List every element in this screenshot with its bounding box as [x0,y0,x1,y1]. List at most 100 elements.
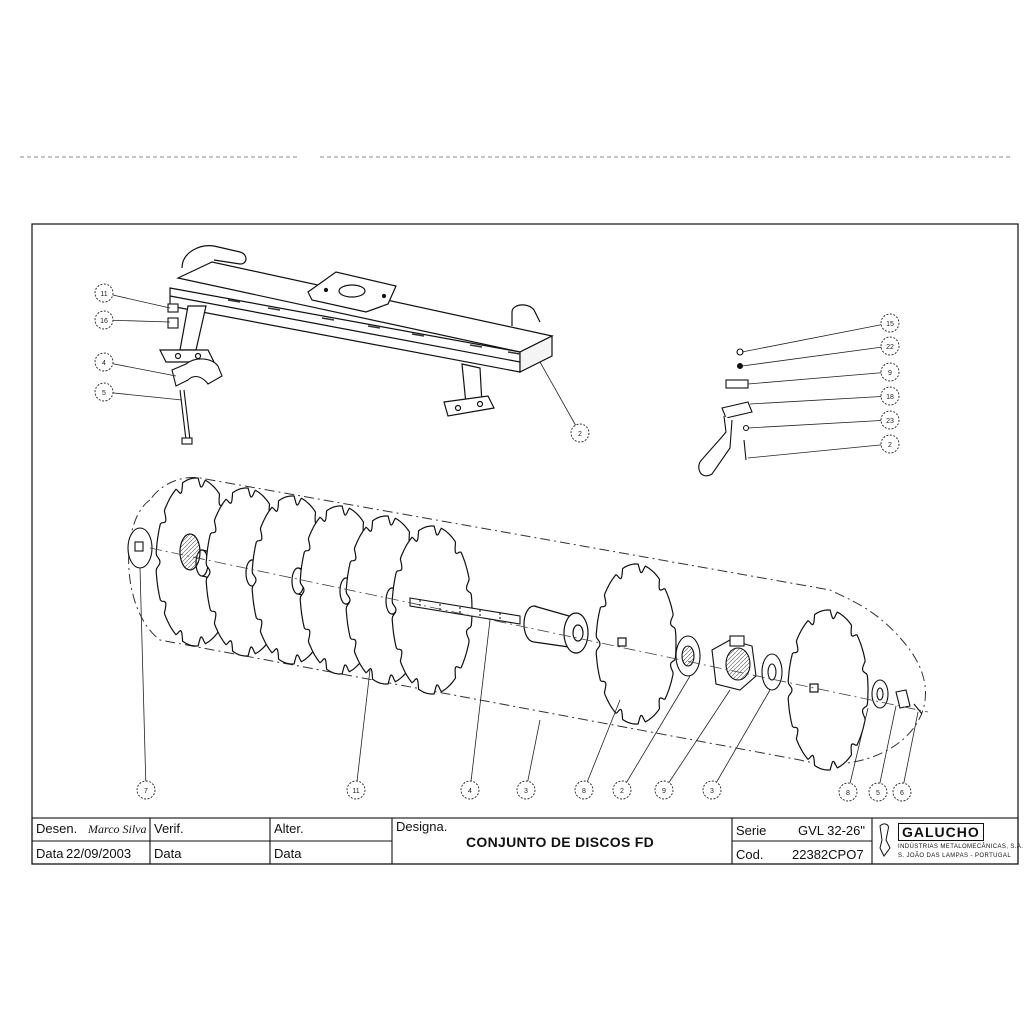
data-label: Data [36,846,64,861]
frame-assembly [159,245,554,417]
callout-label: 16 [100,318,108,325]
leader-line [901,711,919,793]
callout-label: 3 [710,788,714,795]
callout-circle [702,780,722,800]
leader-line [583,699,621,791]
disc [595,563,677,725]
leader-line [139,567,147,791]
verif-label: Verif. [154,821,184,836]
callout-circle [654,780,674,800]
galucho-logo-figure [879,823,891,857]
company-line2: S. JOÃO DAS LAMPAS - PORTUGAL [898,853,1012,859]
callout-circle [94,310,114,330]
leader-line [103,391,183,401]
clamp-parts [167,303,223,445]
leader-line [469,619,491,791]
leader-line [749,395,891,405]
callout-circle [880,434,900,454]
leader-lines [103,292,919,793]
callout-label: 2 [620,788,624,795]
alter-label: Alter. [274,821,304,836]
leader-line [747,419,891,429]
callout-label: 9 [662,788,666,795]
callout-label: 2 [888,442,892,449]
leader-line [355,669,371,791]
callout-label: 7 [144,788,148,795]
title-block-lines [31,817,1019,865]
callout-label: 18 [886,394,894,401]
callout-circle [868,782,888,802]
callout-label: 4 [468,788,472,795]
serie-label: Serie [736,823,767,838]
leader-line [847,707,869,793]
disc-right-group [595,563,869,771]
callout-circle [892,782,912,802]
company-line1: INDÚSTRIAS METALOMECÂNICAS, S.A. [898,844,1024,850]
cod-label: Cod. [736,847,764,862]
callout-circle [612,780,632,800]
leader-line [621,675,691,791]
callout-label: 11 [100,291,107,298]
leader-line [663,689,731,791]
data3-label: Data [274,846,302,861]
end-washer-left [127,527,153,569]
callout-label: 6 [900,790,904,797]
serie-value: GVL 32-26" [798,823,866,838]
callout-circle [516,780,536,800]
callout-circle [136,780,156,800]
leader-line [877,705,897,793]
bearing-parts [675,635,923,715]
callout-circle [574,780,594,800]
callout-circle [94,382,114,402]
callout-circle [346,780,366,800]
spool-spacer [523,605,589,654]
data2-label: Data [154,846,182,861]
callout-label: 23 [886,418,894,425]
leader-line [103,361,177,377]
callout-label: 3 [524,788,528,795]
callout-label: 4 [102,360,106,367]
callout-circle [880,313,900,333]
leader-line [747,371,891,385]
callout-label: 2 [578,431,582,438]
disc-stack [155,477,473,695]
leader-line [741,345,891,367]
callout-label: 22 [886,344,894,351]
assembly-outline [128,476,926,765]
leader-line [103,319,171,323]
disc-square-hole [617,637,627,647]
drawing-title: CONJUNTO DE DISCOS FD [466,834,655,850]
disc-hub [179,533,201,571]
square-shaft [409,597,521,625]
callout-circle [880,410,900,430]
desen-label: Desen. [36,821,78,836]
axis-centerline [149,547,929,713]
designa-label: Designa. [396,819,448,834]
callout-circle [94,283,114,303]
cod-value: 22382CPO7 [792,847,864,862]
callout-circle [880,386,900,406]
leader-line [539,361,581,434]
leader-line [747,443,891,459]
brand-logo: GALUCHO [898,823,984,841]
callout-label: 5 [876,790,880,797]
callout-circle [880,362,900,382]
callout-circle [570,423,590,443]
designer-signature: Marco Silva [88,822,147,836]
callout-circle [460,780,480,800]
callout-label: 9 [888,370,892,377]
disc-square-hole [809,683,819,693]
leader-line [741,322,891,353]
callout-label: 11 [352,788,359,795]
disc [787,609,869,771]
callout-label: 8 [582,788,586,795]
callout-label: 15 [886,321,894,328]
callout-label: 8 [846,790,850,797]
scraper-assembly [698,348,753,477]
callout-circle [880,336,900,356]
callout-circle [838,782,858,802]
callout-circle [94,352,114,372]
leader-line [525,719,541,791]
